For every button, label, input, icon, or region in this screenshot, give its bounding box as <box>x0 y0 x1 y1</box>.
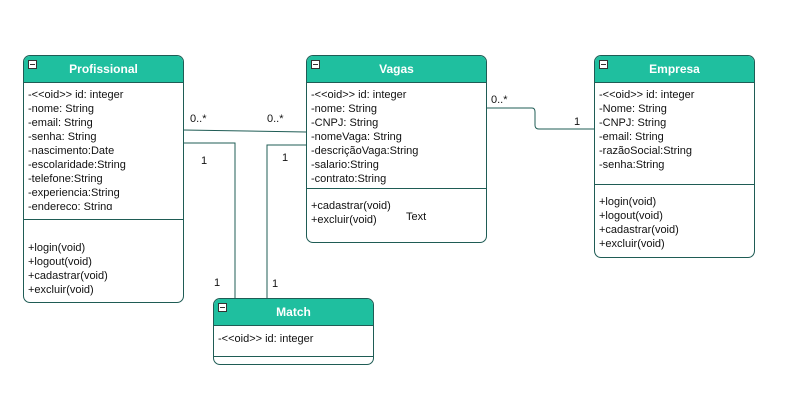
connector-profissional-vagas[interactable] <box>182 129 307 133</box>
attribute: -telefone:String <box>28 173 103 185</box>
section-divider <box>307 188 486 189</box>
attribute: -Nome: String <box>599 103 667 115</box>
class-profissional-header[interactable]: Profissional <box>24 56 183 83</box>
attribute: -CNPJ: String <box>599 117 667 129</box>
attribute: -nome: String <box>28 103 95 115</box>
class-match-attributes: -<<oid>> id: integer <box>214 332 373 350</box>
method: +logout(void) <box>599 210 663 222</box>
method: +login(void) <box>28 242 86 254</box>
attribute: -razãoSocial:String <box>599 145 692 157</box>
attribute: -<<oid>> id: integer <box>218 333 314 345</box>
multiplicity-profissional-vagas-right[interactable]: 0..* <box>267 113 284 125</box>
attribute: -CNPJ: String <box>311 117 379 129</box>
class-vagas-attributes: -<<oid>> id: integer -nome: String -CNPJ… <box>307 88 486 188</box>
attribute: -nome: String <box>311 103 378 115</box>
attribute: -<<oid>> id: integer <box>599 89 695 101</box>
attribute: -email: String <box>28 117 93 129</box>
class-match-header[interactable]: Match <box>214 299 373 326</box>
attribute: -<<oid>> id: integer <box>28 89 124 101</box>
class-vagas[interactable]: Vagas -<<oid>> id: integer -nome: String… <box>306 55 487 243</box>
connector-vagas-empresa[interactable] <box>486 107 594 130</box>
attribute: -descriçãoVaga:String <box>311 145 419 157</box>
multiplicity-vagas-match-bottom[interactable]: 1 <box>272 278 279 290</box>
attribute: -nomeVaga: String <box>311 131 402 143</box>
attribute: -escolaridade:String <box>28 159 126 171</box>
class-profissional-methods: +login(void) +logout(void) +cadastrar(vo… <box>24 241 183 297</box>
method: +excluir(void) <box>599 238 665 250</box>
collapse-icon[interactable] <box>28 60 37 69</box>
collapse-icon[interactable] <box>218 303 227 312</box>
attribute: -experiencia:String <box>28 187 120 199</box>
multiplicity-vagas-match-top[interactable]: 1 <box>282 152 289 164</box>
multiplicity-profissional-vagas-left[interactable]: 0..* <box>190 113 207 125</box>
class-profissional-attributes: -<<oid>> id: integer -nome: String -emai… <box>24 88 183 210</box>
method: +cadastrar(void) <box>311 200 391 212</box>
class-profissional-name: Profissional <box>69 62 138 76</box>
attribute: -nascimento:Date <box>28 145 115 157</box>
section-divider <box>24 219 183 220</box>
method: +cadastrar(void) <box>28 270 108 282</box>
connector-profissional-match[interactable] <box>183 142 236 298</box>
method: +cadastrar(void) <box>599 224 679 236</box>
section-divider <box>214 356 373 357</box>
class-profissional[interactable]: Profissional -<<oid>> id: integer -nome:… <box>23 55 184 303</box>
attribute: -senha:String <box>599 159 665 171</box>
collapse-icon[interactable] <box>599 60 608 69</box>
class-empresa-methods: +login(void) +logout(void) +cadastrar(vo… <box>595 195 754 251</box>
class-empresa-attributes: -<<oid>> id: integer -Nome: String -CNPJ… <box>595 88 754 178</box>
attribute: -senha: String <box>28 131 97 143</box>
class-vagas-header[interactable]: Vagas <box>307 56 486 83</box>
method: +excluir(void) <box>28 284 94 296</box>
multiplicity-vagas-empresa-right[interactable]: 1 <box>574 116 581 128</box>
class-empresa[interactable]: Empresa -<<oid>> id: integer -Nome: Stri… <box>594 55 755 258</box>
text-label[interactable]: Text <box>406 211 427 223</box>
class-match-name: Match <box>276 305 311 319</box>
attribute: -email: String <box>599 131 664 143</box>
multiplicity-vagas-empresa-left[interactable]: 0..* <box>491 94 508 106</box>
method: +login(void) <box>599 196 657 208</box>
class-match[interactable]: Match -<<oid>> id: integer <box>213 298 374 365</box>
connector-vagas-match[interactable] <box>266 144 306 298</box>
section-divider <box>595 184 754 185</box>
class-empresa-name: Empresa <box>649 62 700 76</box>
class-vagas-methods: +cadastrar(void) +excluir(void) <box>307 199 486 227</box>
attribute: -contrato:String <box>311 173 387 185</box>
attribute: -endereco: String <box>28 201 113 210</box>
attribute: -<<oid>> id: integer <box>311 89 407 101</box>
attribute: -salario:String <box>311 159 379 171</box>
class-empresa-header[interactable]: Empresa <box>595 56 754 83</box>
method: +logout(void) <box>28 256 92 268</box>
method: +excluir(void) <box>311 214 377 226</box>
multiplicity-profissional-match-top[interactable]: 1 <box>201 155 208 167</box>
multiplicity-profissional-match-bottom[interactable]: 1 <box>214 277 221 289</box>
collapse-icon[interactable] <box>311 60 320 69</box>
class-vagas-name: Vagas <box>379 62 414 76</box>
